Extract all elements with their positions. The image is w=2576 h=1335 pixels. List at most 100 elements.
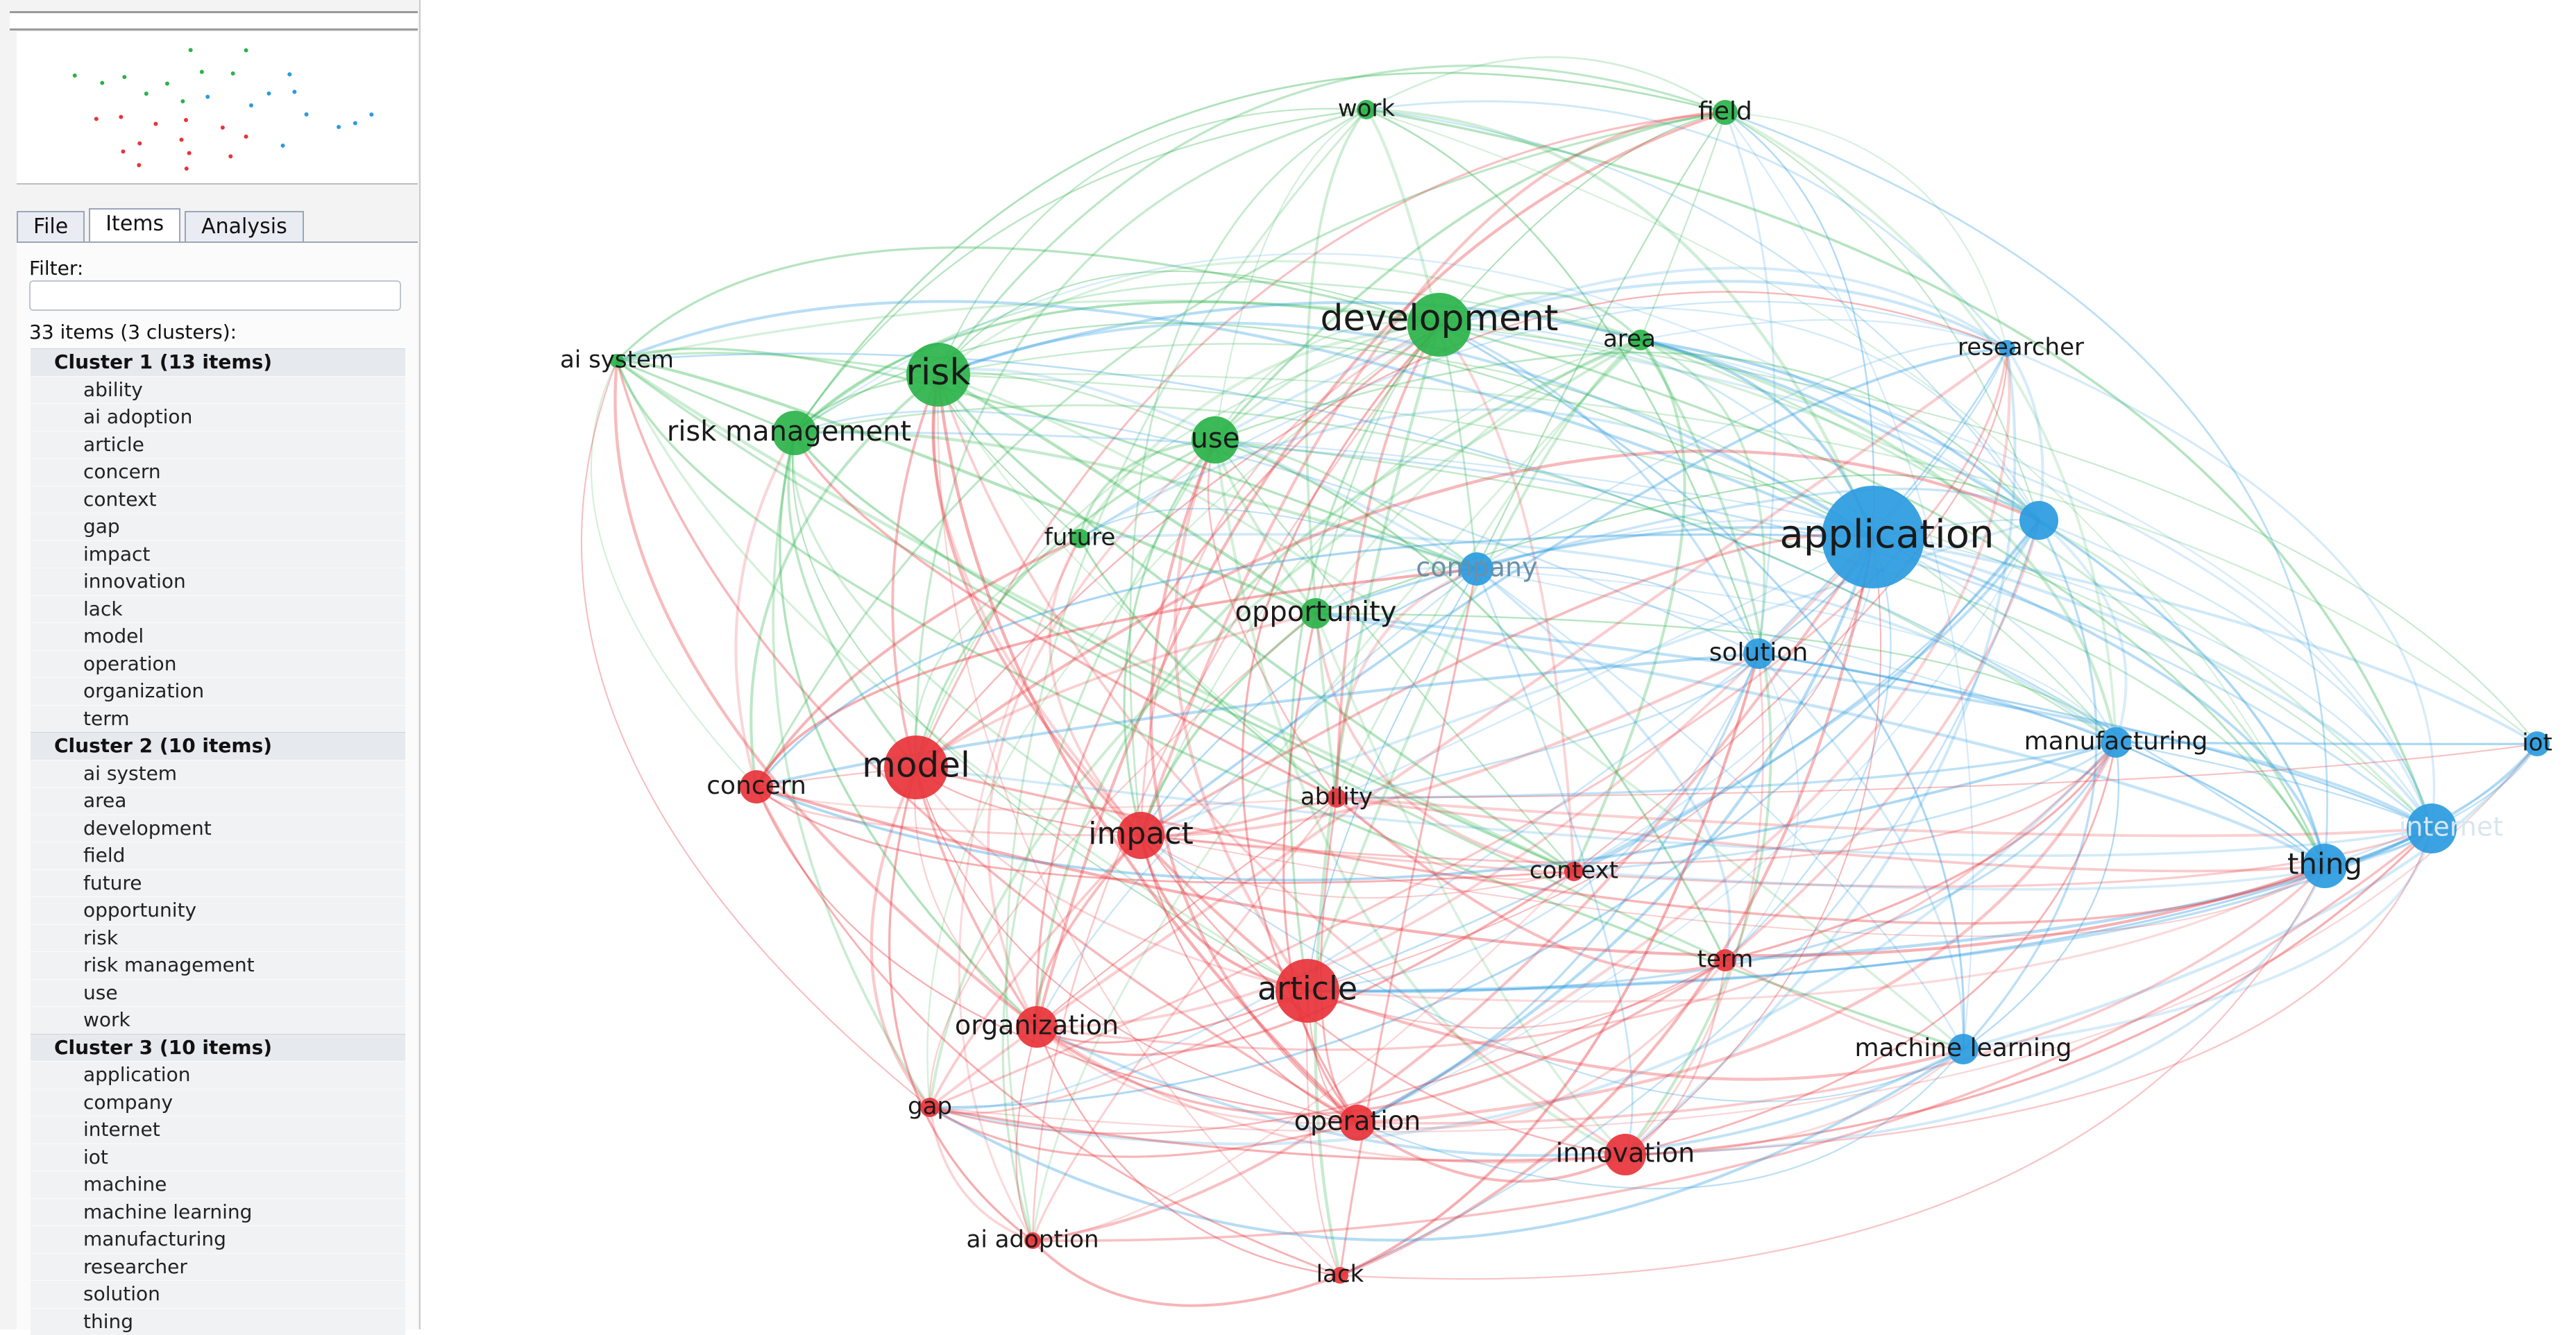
network-edge bbox=[1625, 960, 1725, 1155]
network-node-label[interactable]: machine learning bbox=[1854, 1034, 2071, 1062]
network-node-label[interactable]: risk management bbox=[667, 416, 911, 448]
network-node-label[interactable]: internet bbox=[2399, 812, 2503, 842]
network-node[interactable] bbox=[2019, 501, 2058, 540]
cluster-item[interactable]: article bbox=[31, 431, 405, 459]
network-edge bbox=[1963, 742, 2119, 1049]
cluster-item[interactable]: model bbox=[31, 622, 405, 650]
cluster-header[interactable]: Cluster 2 (10 items) bbox=[31, 732, 405, 760]
minimap-dot bbox=[100, 81, 104, 85]
overview-minimap[interactable] bbox=[17, 32, 418, 185]
cluster-item[interactable]: manufacturing bbox=[31, 1225, 405, 1253]
minimap-dot bbox=[185, 167, 189, 171]
minimap-canvas[interactable] bbox=[17, 32, 418, 183]
network-node-label[interactable]: gap bbox=[908, 1093, 952, 1121]
cluster-item[interactable]: field bbox=[31, 842, 405, 869]
cluster-item[interactable]: gap bbox=[31, 513, 405, 541]
network-node-label[interactable]: manufacturing bbox=[2024, 727, 2208, 756]
cluster-item[interactable]: work bbox=[31, 1006, 405, 1034]
cluster-item[interactable]: lack bbox=[31, 595, 405, 623]
cluster-item[interactable]: machine learning bbox=[31, 1198, 405, 1226]
cluster-item[interactable]: internet bbox=[31, 1116, 405, 1143]
network-node-label[interactable]: lack bbox=[1316, 1261, 1364, 1289]
cluster-item[interactable]: concern bbox=[31, 458, 405, 486]
tab-items[interactable]: Items bbox=[89, 208, 180, 241]
network-node-label[interactable]: development bbox=[1320, 298, 1558, 339]
cluster-item[interactable]: ability bbox=[31, 376, 405, 404]
network-node-label[interactable]: context bbox=[1530, 857, 1618, 885]
minimap-dot bbox=[266, 92, 271, 96]
filter-input[interactable] bbox=[29, 280, 401, 311]
network-node-label[interactable]: application bbox=[1780, 512, 1994, 557]
network-node-label[interactable]: field bbox=[1698, 97, 1752, 126]
cluster-item[interactable]: solution bbox=[31, 1280, 405, 1308]
cluster-item[interactable]: thing bbox=[31, 1308, 405, 1335]
cluster-item[interactable]: opportunity bbox=[31, 896, 405, 924]
network-node-label[interactable]: future bbox=[1044, 524, 1116, 552]
cluster-item[interactable]: machine bbox=[31, 1171, 405, 1198]
cluster-item[interactable]: risk management bbox=[31, 951, 405, 979]
network-edge bbox=[1357, 742, 2116, 1123]
network-visualization[interactable]: work field development area ai system risk ris… bbox=[421, 0, 2576, 1329]
network-node-label[interactable]: concern bbox=[706, 772, 806, 800]
cluster-item[interactable]: organization bbox=[31, 677, 405, 705]
network-node-label[interactable]: ability bbox=[1300, 783, 1373, 811]
cluster-item[interactable]: innovation bbox=[31, 568, 405, 595]
network-node-label[interactable]: use bbox=[1191, 423, 1240, 454]
cluster-header[interactable]: Cluster 3 (10 items) bbox=[31, 1034, 405, 1062]
network-edge bbox=[930, 744, 2537, 1132]
cluster-item[interactable]: use bbox=[31, 979, 405, 1007]
minimap-dot bbox=[119, 115, 123, 119]
network-edge bbox=[1963, 744, 2537, 1049]
cluster-item[interactable]: term bbox=[31, 705, 405, 733]
cluster-header[interactable]: Cluster 1 (13 items) bbox=[31, 348, 405, 376]
sidebar-tabs: File Items Analysis bbox=[17, 208, 418, 243]
cluster-item[interactable]: risk bbox=[31, 924, 405, 952]
minimap-dot bbox=[205, 94, 210, 99]
network-node-label[interactable]: impact bbox=[1088, 816, 1193, 851]
cluster-item[interactable]: ai adoption bbox=[31, 403, 405, 431]
cluster-item[interactable]: area bbox=[31, 787, 405, 815]
minimap-dot bbox=[369, 112, 373, 117]
cluster-item[interactable]: iot bbox=[31, 1143, 405, 1171]
network-node-label[interactable]: researcher bbox=[1958, 334, 2084, 362]
minimap-dot bbox=[189, 48, 193, 52]
network-node-label[interactable]: model bbox=[862, 745, 970, 785]
overview-toolbar[interactable] bbox=[10, 11, 418, 31]
network-node-label[interactable]: ai adoption bbox=[966, 1226, 1099, 1254]
cluster-item[interactable]: future bbox=[31, 869, 405, 897]
network-edge bbox=[780, 433, 1037, 1027]
network-node-label[interactable]: opportunity bbox=[1235, 596, 1396, 628]
network-node-label[interactable]: operation bbox=[1294, 1106, 1421, 1137]
network-edge bbox=[788, 433, 916, 767]
cluster-item[interactable]: application bbox=[31, 1061, 405, 1089]
minimap-dot bbox=[200, 70, 204, 74]
tab-analysis[interactable]: Analysis bbox=[185, 211, 304, 241]
minimap-dot bbox=[94, 117, 99, 121]
network-node-label[interactable]: innovation bbox=[1556, 1138, 1695, 1168]
cluster-item[interactable]: company bbox=[31, 1089, 405, 1116]
cluster-item[interactable]: impact bbox=[31, 541, 405, 568]
cluster-item[interactable]: development bbox=[31, 815, 405, 842]
filter-label: Filter: bbox=[29, 257, 83, 280]
network-node-label[interactable]: organization bbox=[955, 1010, 1119, 1041]
cluster-item[interactable]: researcher bbox=[31, 1253, 405, 1281]
minimap-dot bbox=[144, 92, 149, 96]
network-edge bbox=[795, 432, 2432, 828]
cluster-item[interactable]: operation bbox=[31, 650, 405, 678]
network-node-label[interactable]: ai system bbox=[560, 346, 674, 374]
tab-file[interactable]: File bbox=[17, 211, 85, 241]
cluster-item[interactable]: ai system bbox=[31, 760, 405, 788]
minimap-dot bbox=[244, 48, 248, 52]
cluster-item[interactable]: context bbox=[31, 486, 405, 513]
network-node-label[interactable]: thing bbox=[2287, 847, 2362, 881]
network-node-label[interactable]: work bbox=[1338, 95, 1396, 123]
network-node-label[interactable]: term bbox=[1697, 946, 1754, 973]
network-node-label[interactable]: area bbox=[1603, 325, 1656, 353]
network-node-label[interactable]: solution bbox=[1709, 638, 1808, 667]
network-node-label[interactable]: iot bbox=[2522, 729, 2552, 757]
sidebar: File Items Analysis Filter: 33 items (3 … bbox=[0, 0, 421, 1329]
minimap-dot bbox=[281, 144, 285, 148]
network-node-label[interactable]: company bbox=[1416, 552, 1537, 583]
network-node-label[interactable]: risk bbox=[906, 352, 970, 393]
network-node-label[interactable]: article bbox=[1257, 970, 1357, 1007]
